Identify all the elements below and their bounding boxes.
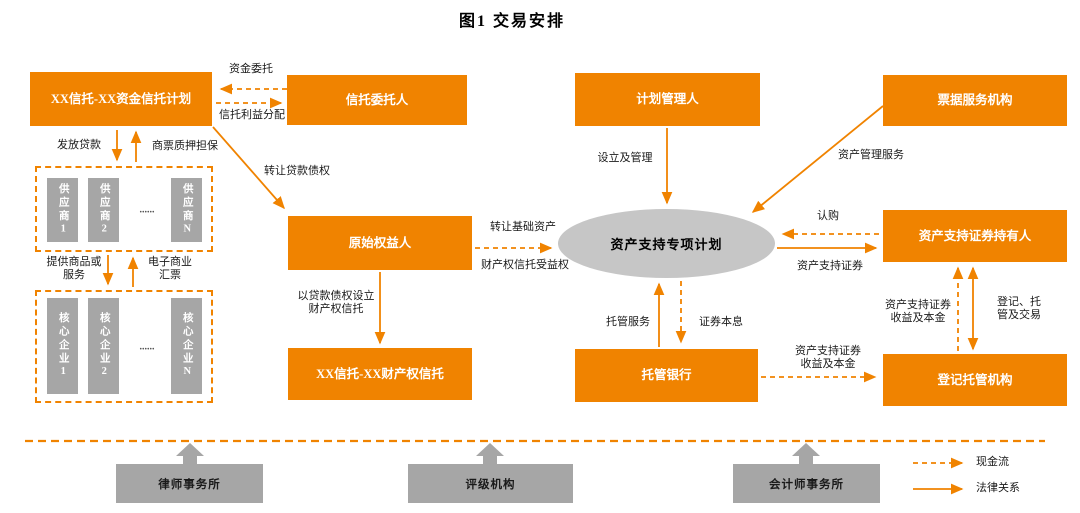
node-core-n: 核心企业N [171,298,202,394]
label-subscribe: 认购 [817,210,839,222]
node-spv-ellipse: 资产支持专项计划 [558,209,775,278]
node-rating-agency: 评级机构 [408,464,573,503]
block-arrow-law-firm [176,443,204,464]
label-principal-interest: 证券本息 [699,316,743,328]
node-trust-principal: 信托委托人 [287,75,467,125]
suppliers-group: 供应商1 供应商2 ...... 供应商N [35,166,213,252]
node-law-firm: 律师事务所 [116,464,263,503]
node-note-service: 票据服务机构 [883,75,1067,126]
node-supplier-2: 供应商2 [88,178,119,242]
label-provide-goods: 提供商品或 服务 [46,256,102,282]
label-beneficiary-right: 财产权信托受益权 [481,259,569,271]
edge-asset-mgmt-arrow [751,105,884,213]
node-core-1: 核心企业1 [47,298,78,394]
legend-cash-flow-label: 现金流 [976,456,1009,468]
node-abs-holders: 资产支持证券持有人 [883,210,1067,262]
node-custodian-bank: 托管银行 [575,349,758,402]
label-custody-service: 托管服务 [606,316,650,328]
label-note-pledge: 商票质押担保 [152,140,218,152]
figure-title: 图1 交易安排 [458,13,566,30]
node-supplier-n: 供应商N [171,178,202,242]
node-plan-manager: 计划管理人 [575,73,760,126]
block-arrow-rating [476,443,504,464]
label-reg-custody: 登记、托 管及交易 [997,296,1041,322]
core-enterprises-group: 核心企业1 核心企业2 ...... 核心企业N [35,290,213,403]
block-arrow-accounting [792,443,820,464]
node-originator: 原始权益人 [288,216,472,270]
cores-ellipsis: ...... [139,341,155,353]
node-supplier-1: 供应商1 [47,178,78,242]
label-transfer-assets: 转让基础资产 [490,221,556,233]
label-fund-entrust: 资金委托 [229,63,273,75]
label-setup-trust: 以贷款债权设立 财产权信托 [297,290,375,316]
label-transfer-loan: 转让贷款债权 [264,165,330,177]
node-fund-trust-plan: XX信托-XX资金信托计划 [30,72,212,126]
node-accounting-firm: 会计师事务所 [733,464,880,503]
legend-legal-label: 法律关系 [976,482,1020,494]
label-issue-loan: 发放贷款 [57,139,101,151]
label-abs-income-1: 资产支持证券 收益及本金 [795,345,861,371]
node-core-2: 核心企业2 [88,298,119,394]
node-property-trust: XX信托-XX财产权信托 [288,348,472,400]
suppliers-ellipsis: ...... [139,204,155,216]
label-trust-benefit: 信托利益分配 [219,109,285,121]
label-asset-mgmt: 资产管理服务 [838,149,904,161]
label-abs: 资产支持证券 [797,260,863,272]
label-abs-income-2: 资产支持证券 收益及本金 [885,299,951,325]
edge-transfer-loan-arrow [212,126,285,210]
node-registrar: 登记托管机构 [883,354,1067,406]
label-e-note: 电子商业 汇票 [148,256,192,282]
label-setup-manage: 设立及管理 [597,152,653,164]
